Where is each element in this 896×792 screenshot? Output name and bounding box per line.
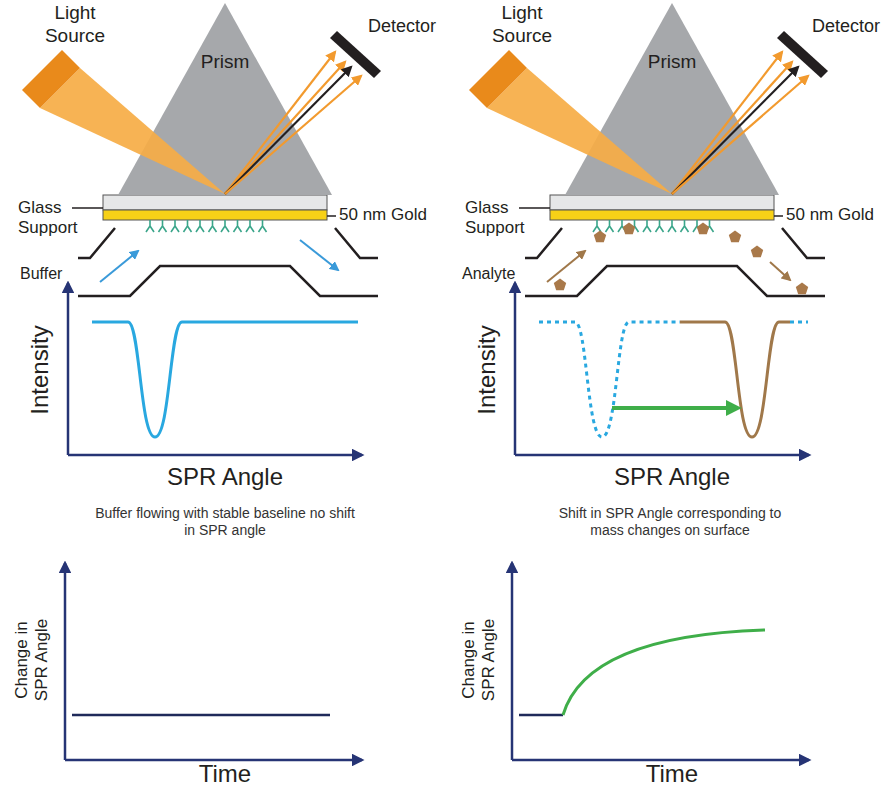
analyte — [554, 279, 566, 291]
binding-curve — [563, 630, 765, 715]
flow-arrow — [547, 251, 585, 282]
shifted-curve — [680, 322, 790, 437]
analyte — [623, 223, 635, 235]
prism-label: Prism — [118, 3, 332, 73]
axis-label: SPR Angle — [160, 463, 290, 492]
analyte — [594, 231, 606, 243]
axis-label: Time — [622, 760, 722, 789]
flow-arrow — [100, 251, 138, 282]
flow-arrow — [300, 240, 338, 270]
prism-label: Prism — [565, 3, 779, 73]
flow-label: Analyte — [462, 264, 515, 283]
axis-label: Intensity — [473, 300, 502, 440]
sensorgram-line — [519, 714, 563, 717]
part-label: Light Source — [35, 2, 115, 48]
part-label: Detector — [812, 16, 880, 38]
analyte — [729, 231, 741, 243]
flow-label: Buffer — [20, 264, 62, 283]
axis-label: Change in SPR Angle — [12, 610, 53, 710]
sensorgram-line — [72, 714, 330, 717]
shift-arrow — [612, 406, 737, 410]
flow-arrow — [770, 262, 790, 280]
axis-label: Time — [175, 760, 275, 789]
axis-label: Intensity — [26, 300, 55, 440]
resonance-curve — [92, 322, 358, 437]
axis-label: Change in SPR Angle — [459, 610, 500, 710]
part-label: 50 nm Gold — [339, 205, 427, 225]
part-label: Light Source — [482, 2, 562, 48]
part-label: 50 nm Gold — [786, 205, 874, 225]
analyte — [796, 283, 808, 295]
analyte-molecules — [554, 223, 808, 295]
baseline-curve — [539, 322, 680, 437]
part-label: Glass Support — [18, 198, 98, 239]
panel-caption: Buffer flowing with stable baseline no s… — [90, 505, 360, 539]
analyte — [697, 223, 709, 235]
part-label: Detector — [368, 16, 436, 38]
optics — [469, 31, 828, 194]
analyte — [751, 246, 763, 258]
optics — [22, 31, 381, 194]
sensor-setup — [65, 195, 378, 760]
part-label: Glass Support — [465, 198, 545, 239]
panel-caption: Shift in SPR Angle corresponding to mass… — [545, 505, 795, 539]
axis-label: SPR Angle — [607, 463, 737, 492]
sensor-setup — [512, 195, 825, 760]
baseline-curve — [790, 321, 808, 324]
